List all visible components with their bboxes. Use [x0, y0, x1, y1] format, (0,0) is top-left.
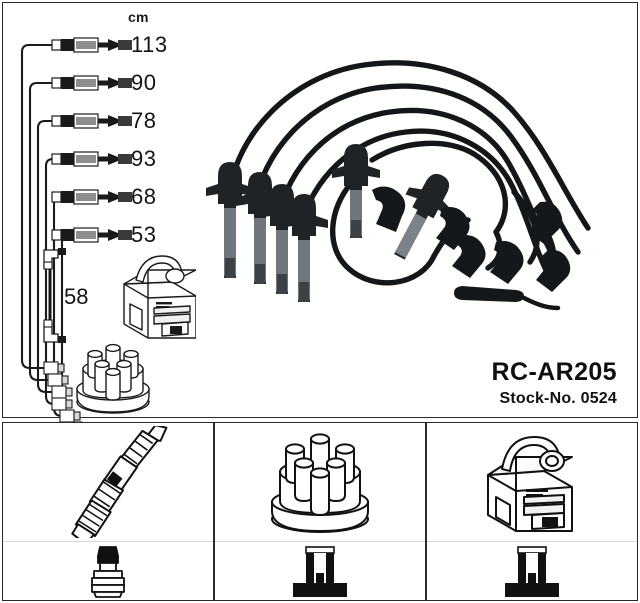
ignition-coil-cell	[427, 423, 637, 541]
spark-plug-icon	[69, 426, 168, 538]
terminal-connector-icon	[505, 545, 559, 597]
product-code: RC-AR205	[491, 358, 617, 386]
distributor-cap-cell	[215, 423, 425, 541]
icon-panel-ignition-coil	[426, 422, 638, 601]
spark-plug-cell	[3, 423, 213, 541]
cable-length-label-5: 68	[131, 184, 157, 209]
panel-divider	[427, 541, 637, 542]
ignition-coil-icon	[487, 436, 573, 532]
cable-length-label-4: 93	[131, 146, 157, 171]
rubber-boot-icon	[91, 545, 125, 598]
wire-set-drawing	[196, 42, 622, 340]
panel-divider	[215, 541, 425, 542]
cable-length-label-3: 78	[131, 108, 157, 133]
icon-panel-spark-plug	[2, 422, 214, 601]
panel-divider	[3, 541, 213, 542]
rubber-boot-cell	[3, 542, 213, 601]
distributor-cap-icon	[271, 433, 369, 533]
cable-length-label-6: 53	[131, 222, 157, 247]
unit-header: cm	[128, 9, 149, 25]
terminal-connector-icon	[293, 545, 347, 597]
coil-lead-length-label: 58	[64, 284, 89, 309]
stock-number: Stock-No. 0524	[499, 390, 617, 407]
cable-length-label-1: 113	[131, 32, 168, 57]
terminal-connector-cell	[215, 542, 425, 601]
angled-boot-group	[372, 186, 571, 302]
icon-panel-distributor-cap	[214, 422, 426, 601]
wire-set-photo	[196, 42, 622, 340]
plug-boot-group	[206, 144, 452, 302]
terminal-connector-cell	[427, 542, 637, 601]
cable-length-label-2: 90	[131, 70, 157, 95]
